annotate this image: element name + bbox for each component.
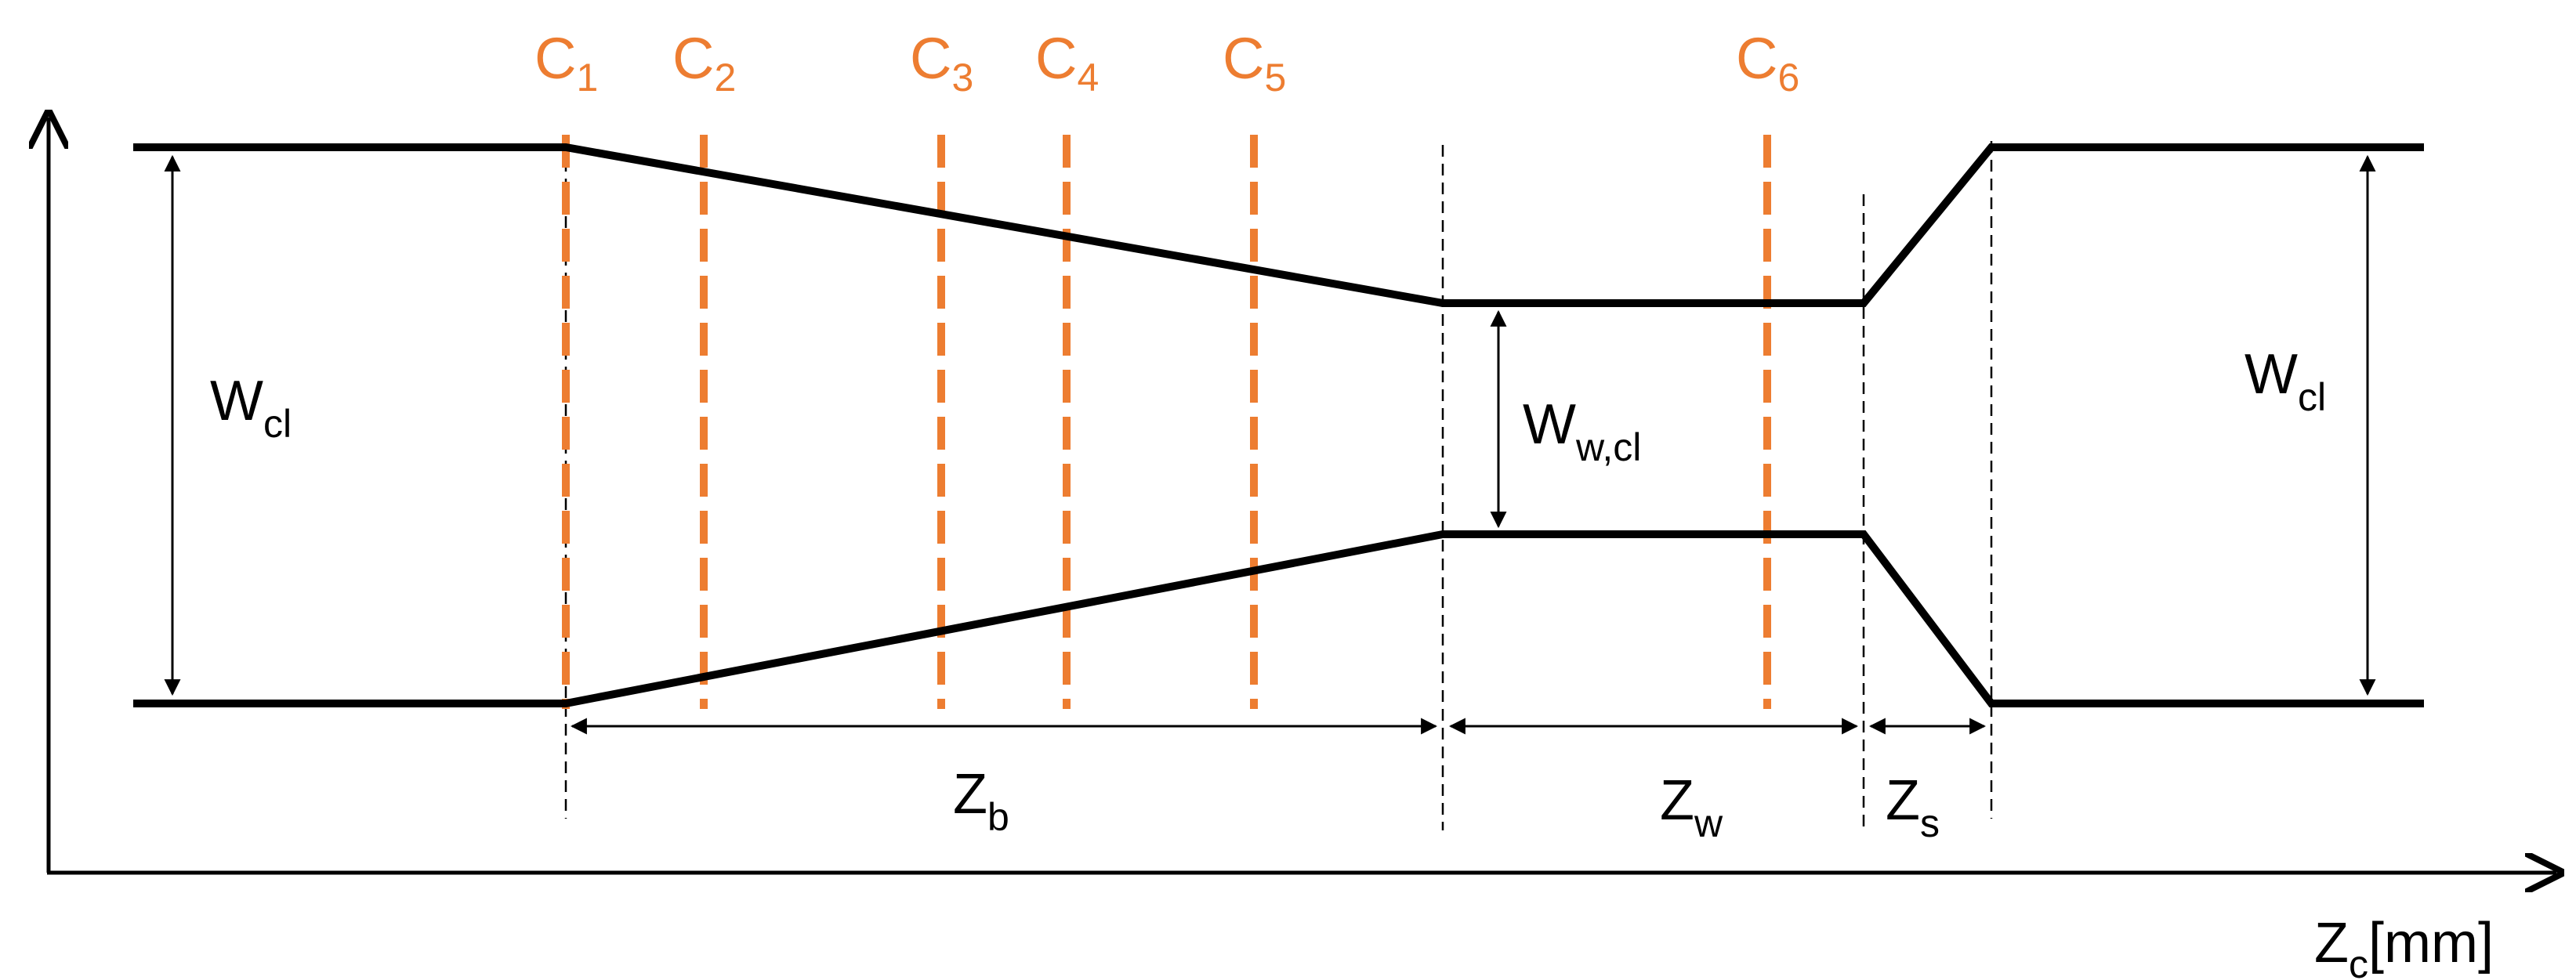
label-z-b: Zb	[953, 763, 1009, 839]
label-w-w-cl: Ww,cl	[1523, 393, 1641, 469]
section-label-c1: C1	[534, 26, 598, 99]
section-label-c6: C6	[1736, 26, 1799, 99]
label-z-s: Zs	[1886, 769, 1940, 845]
section-label-c2: C2	[672, 26, 736, 99]
upper-wall	[133, 143, 2424, 307]
label-w-cl-right: Wcl	[2244, 343, 2326, 419]
section-lines: C1 C2 C3 C4 C5 C6	[534, 26, 1799, 709]
section-label-c3: C3	[910, 26, 973, 99]
label-w-cl-left: Wcl	[210, 370, 292, 446]
channel-profile	[133, 143, 2424, 707]
lower-wall	[133, 530, 2424, 707]
label-z-w: Zw	[1660, 769, 1723, 845]
section-label-c5: C5	[1223, 26, 1286, 99]
section-label-c4: C4	[1035, 26, 1099, 99]
dimension-arrows	[164, 154, 2376, 735]
x-axis-label: Zc[mm]	[2314, 912, 2494, 980]
